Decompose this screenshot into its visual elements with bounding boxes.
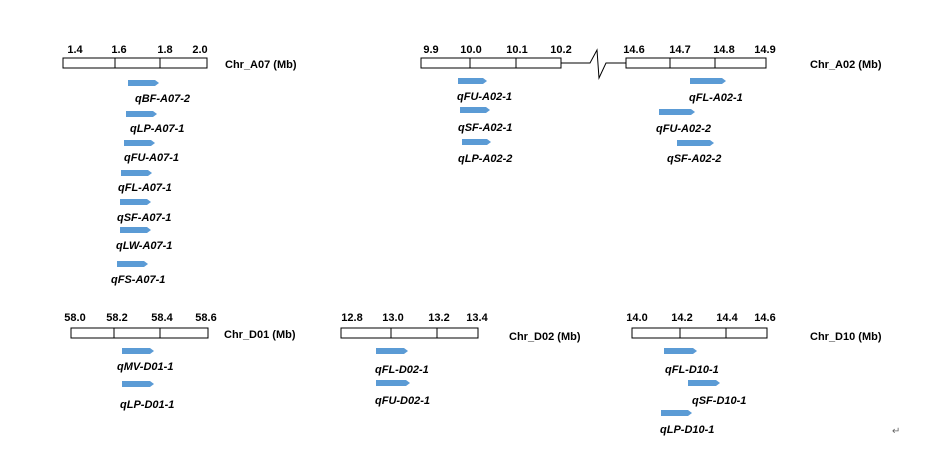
tick-label: 58.0 (64, 312, 85, 324)
tick-label: 10.2 (550, 44, 571, 56)
qtl-arrow (376, 380, 410, 386)
qtl-arrow (121, 170, 152, 176)
qtl-label: qSF-A07-1 (117, 212, 171, 224)
qtl-label: qSF-A02-1 (458, 122, 512, 134)
tick-label: 10.0 (460, 44, 481, 56)
qtl-arrow (120, 199, 151, 205)
qtl-arrow (462, 139, 491, 145)
qtl-arrow (688, 380, 720, 386)
tick-label: 13.2 (428, 312, 449, 324)
qtl-arrow (661, 410, 692, 416)
chromosome-label: Chr_A07 (Mb) (225, 59, 297, 71)
qtl-arrow (122, 381, 154, 387)
qtl-label: qBF-A07-2 (135, 93, 190, 105)
chromosome-bar (631, 327, 768, 339)
qtl-arrow (376, 348, 408, 354)
qtl-label: qLP-A07-1 (130, 123, 184, 135)
chromosome-label: Chr_D01 (Mb) (224, 329, 296, 341)
chromosome-a07: 1.4 1.6 1.8 2.0 Chr_A07 (Mb) qBF-A07-2 q… (62, 44, 297, 286)
qtl-label: qFU-A02-2 (656, 123, 711, 135)
tick-label: 14.4 (716, 312, 738, 324)
qtl-label: qFL-A02-1 (689, 92, 743, 104)
qtl-label: qFL-D02-1 (375, 364, 429, 376)
chromosome-bar-left (420, 57, 562, 69)
qtl-label: qMV-D01-1 (117, 361, 173, 373)
tick-label: 58.2 (106, 312, 127, 324)
chromosome-label: Chr_D02 (Mb) (509, 331, 581, 343)
qtl-arrow (460, 107, 490, 113)
chromosome-a02: 9.9 10.0 10.1 10.2 14.6 14.7 14.8 14.9 C… (420, 44, 882, 165)
qtl-label: qFS-A07-1 (111, 274, 165, 286)
tick-label: 14.9 (754, 44, 775, 56)
chromosome-bar (70, 327, 209, 339)
tick-label: 14.8 (713, 44, 734, 56)
qtl-arrow (458, 78, 487, 84)
qtl-label: qSF-D10-1 (692, 395, 746, 407)
qtl-label: qFU-A02-1 (457, 91, 512, 103)
chromosome-d01: 58.0 58.2 58.4 58.6 Chr_D01 (Mb) qMV-D01… (64, 312, 296, 411)
qtl-arrow (128, 80, 159, 86)
qtl-arrow (664, 348, 697, 354)
tick-label: 14.2 (671, 312, 692, 324)
qtl-label: qLP-D10-1 (660, 424, 714, 436)
tick-label: 10.1 (506, 44, 527, 56)
tick-label: 1.6 (111, 44, 126, 56)
tick-label: 2.0 (192, 44, 207, 56)
tick-label: 14.6 (754, 312, 775, 324)
chromosome-bar (340, 327, 479, 339)
chromosome-bar (62, 57, 208, 69)
chromosome-label: Chr_D10 (Mb) (810, 331, 882, 343)
qtl-label: qFL-A07-1 (118, 182, 172, 194)
qtl-label: qLP-A02-2 (458, 153, 512, 165)
tick-label: 58.4 (151, 312, 173, 324)
chromosome-d10: 14.0 14.2 14.4 14.6 Chr_D10 (Mb) qFL-D10… (626, 312, 882, 436)
tick-label: 12.8 (341, 312, 362, 324)
tick-label: 9.9 (423, 44, 438, 56)
tick-label: 13.0 (382, 312, 403, 324)
tick-label: 1.8 (157, 44, 172, 56)
tick-label: 14.6 (623, 44, 644, 56)
tick-label: 13.4 (466, 312, 488, 324)
tick-label: 14.0 (626, 312, 647, 324)
chromosome-break (561, 48, 626, 80)
qtl-arrow (690, 78, 726, 84)
tick-label: 14.7 (669, 44, 690, 56)
tick-label: 1.4 (67, 44, 83, 56)
qtl-label: qFU-D02-1 (375, 395, 430, 407)
qtl-label: qFL-D10-1 (665, 364, 719, 376)
qtl-arrow (120, 227, 151, 233)
chromosome-bar-right (625, 57, 767, 69)
qtl-arrow (677, 140, 714, 146)
paragraph-return-mark: ↵ (892, 426, 901, 437)
qtl-label: qLW-A07-1 (116, 240, 172, 252)
qtl-arrow (122, 348, 154, 354)
qtl-arrow (117, 261, 148, 267)
qtl-label: qSF-A02-2 (667, 153, 721, 165)
qtl-label: qLP-D01-1 (120, 399, 174, 411)
qtl-label: qFU-A07-1 (124, 152, 179, 164)
qtl-arrow (126, 111, 157, 117)
qtl-arrow (124, 140, 155, 146)
chromosome-d02: 12.8 13.0 13.2 13.4 Chr_D02 (Mb) qFL-D02… (340, 312, 581, 407)
chromosome-label: Chr_A02 (Mb) (810, 59, 882, 71)
qtl-arrow (659, 109, 695, 115)
tick-label: 58.6 (195, 312, 216, 324)
